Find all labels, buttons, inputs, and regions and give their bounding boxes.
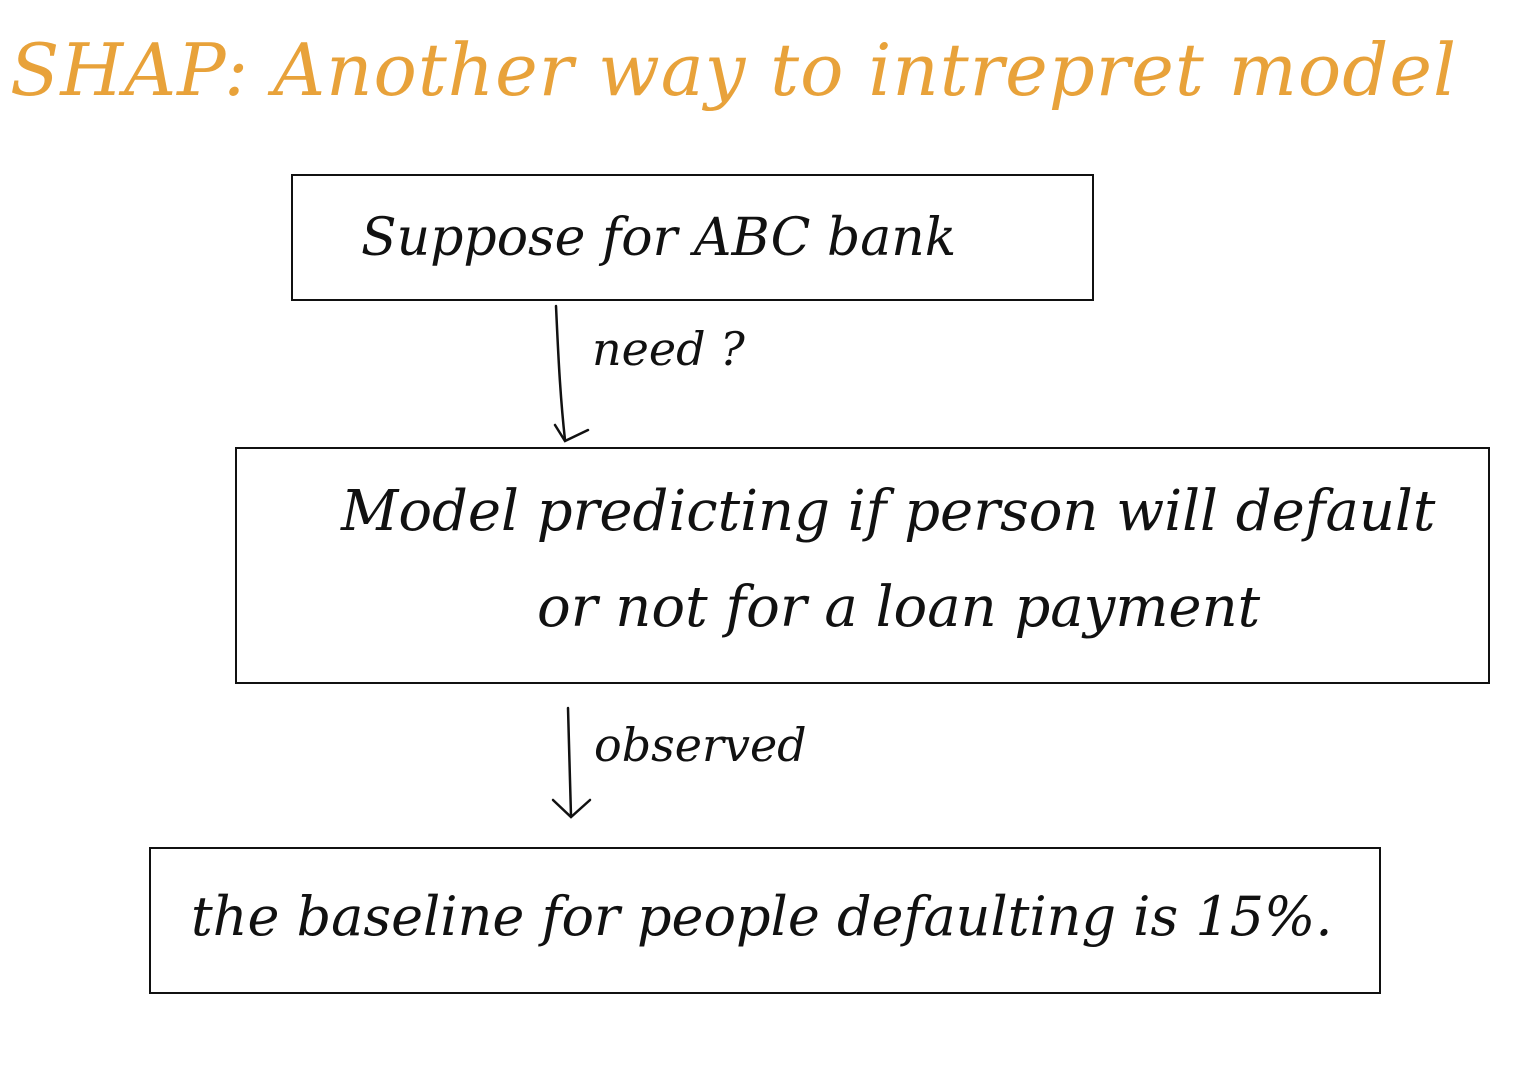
page-title: SHAP: Another way to intrepret model bbox=[10, 28, 1457, 112]
node-suppose-abc-bank: Suppose for ABC bank bbox=[291, 174, 1094, 301]
node-model-predicting: Model predicting if person will default … bbox=[235, 447, 1490, 684]
arrow-observed bbox=[551, 706, 592, 819]
edge-label-need: need ? bbox=[592, 322, 745, 376]
node-label-line1: Model predicting if person will default bbox=[341, 479, 1436, 544]
node-baseline: the baseline for people defaulting is 15… bbox=[149, 847, 1381, 994]
arrow-need bbox=[553, 304, 590, 443]
edge-label-observed: observed bbox=[594, 718, 807, 772]
node-label: Suppose for ABC bank bbox=[361, 208, 957, 268]
node-label: the baseline for people defaulting is 15… bbox=[191, 885, 1333, 948]
node-label-line2: or not for a loan payment bbox=[537, 575, 1261, 640]
